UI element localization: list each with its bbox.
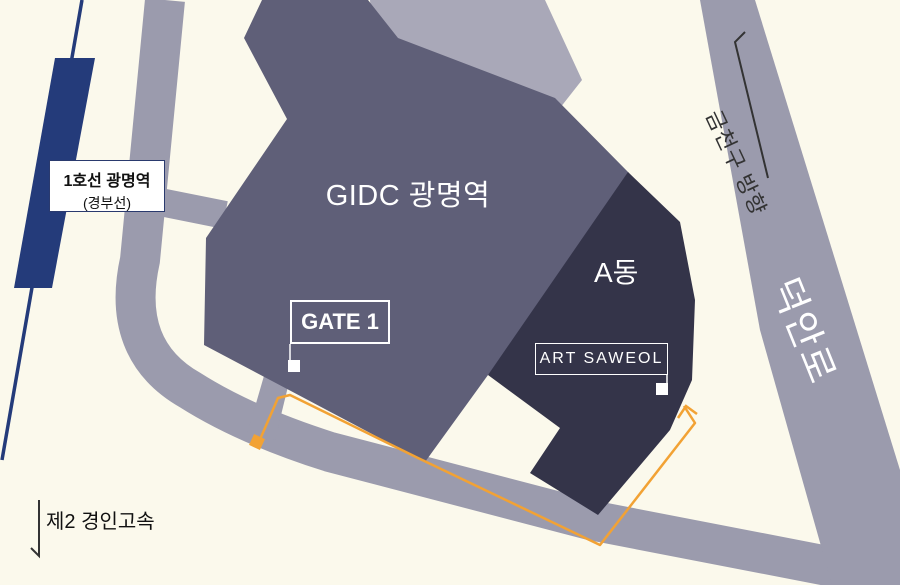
upper-lot: [370, 0, 582, 108]
expressway-label: 제2 경인고속: [46, 511, 155, 533]
route-start-icon: [249, 434, 265, 450]
gate-marker-icon: [288, 360, 300, 372]
direction-arrow-icon: [733, 31, 769, 179]
building-name: GIDC 광명역: [325, 180, 491, 212]
gidc-building: [204, 0, 658, 462]
walking-route-line: [256, 393, 697, 547]
venue-label: ART SAWEOL: [535, 343, 668, 375]
wing-label: A동: [594, 257, 639, 288]
station-line: (경부선): [83, 195, 131, 211]
venue-marker-icon: [656, 383, 668, 395]
expressway-arrow-icon: [30, 500, 40, 559]
station-label-box: 1호선 광명역 (경부선): [49, 160, 165, 212]
gate-label: GATE 1: [290, 300, 390, 344]
route-arrow-icon: [676, 404, 698, 419]
deokan-road: [700, 0, 900, 585]
main-road-curve: [115, 0, 900, 585]
station-name: 1호선 광명역: [63, 173, 151, 190]
